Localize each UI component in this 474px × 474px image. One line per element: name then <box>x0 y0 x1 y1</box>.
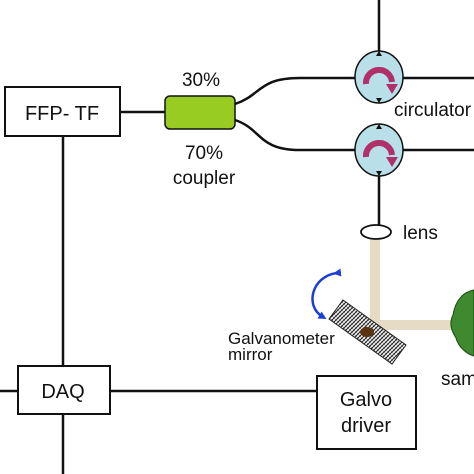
galvo-driver-label-line2: driver <box>341 415 391 437</box>
beam-vertical <box>370 240 380 320</box>
daq-box <box>17 365 111 415</box>
mirror-pivot <box>360 327 374 337</box>
ffp-tf-label: FFP- TF <box>25 103 99 125</box>
circulator-arrow-icon <box>362 140 395 158</box>
galvo-driver-label-line1: Galvo <box>340 389 392 411</box>
split-ratio-top-label: 30% <box>182 70 220 91</box>
lens <box>360 224 392 240</box>
circulator-bottom <box>354 123 404 177</box>
circulator-label: circulator <box>394 100 472 121</box>
sample-leaf-icon <box>450 289 474 357</box>
galvo-mirror-label-line2: mirror <box>228 345 273 364</box>
circulator-arrow-icon <box>362 67 395 85</box>
coupler-label: coupler <box>173 168 236 189</box>
beam-horizontal <box>365 320 457 330</box>
fiber-coupler-to-top-circulator <box>234 76 355 106</box>
fiber-coupler-to-bottom-circulator <box>234 118 355 152</box>
split-ratio-bottom-label: 70% <box>185 143 223 164</box>
galvo-driver-box <box>316 375 417 450</box>
galvo-mirror <box>328 299 407 365</box>
rotation-arrow-icon <box>311 268 342 320</box>
sample-label: sample <box>441 369 474 390</box>
galvo-mirror-label-line1: Galvanometer <box>228 329 335 348</box>
coupler-block <box>164 95 236 130</box>
ffp-tf-box <box>4 86 121 137</box>
circulator-top <box>354 50 404 104</box>
lens-label: lens <box>403 223 438 244</box>
daq-label: DAQ <box>41 381 84 403</box>
